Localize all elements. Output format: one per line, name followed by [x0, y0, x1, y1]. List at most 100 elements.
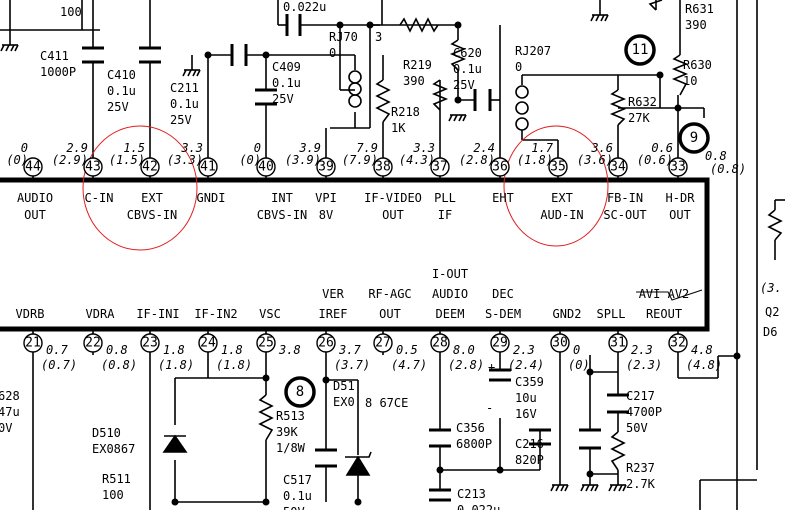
r631-label: 390	[685, 18, 707, 32]
pin-number: 34	[610, 160, 626, 175]
pin-label: OUT	[379, 307, 401, 321]
pin-circle	[550, 333, 570, 353]
pin-circle	[430, 157, 450, 177]
pin-voltage-alt: (0.6)	[637, 153, 673, 167]
pin-voltage: 3.8	[278, 343, 301, 357]
pin-label: AUDIO	[432, 287, 468, 301]
pin-number: 30	[552, 336, 568, 351]
r632-label: 27K	[628, 111, 650, 125]
pin-voltage-alt: (2.9)	[52, 153, 88, 167]
c216-label: 820P	[515, 453, 544, 467]
c409-label: 0.1u	[272, 76, 301, 90]
pin-circle	[316, 157, 336, 177]
marker-circle	[284, 376, 316, 408]
pin-number: 43	[85, 160, 101, 175]
d511-label: 8 67CE	[365, 396, 408, 410]
capacitors	[82, 14, 629, 502]
r513-label: 39K	[276, 425, 298, 439]
pin-label: FB-IN	[607, 191, 643, 205]
pin-voltage: 3.3	[412, 141, 435, 155]
rj207-label: RJ207	[515, 44, 551, 58]
pin-label: S-DEM	[485, 307, 521, 321]
pin-label: H-DR	[666, 191, 696, 205]
pin-label: AUDIO	[17, 191, 53, 205]
pin-voltage: 3.7	[338, 343, 361, 357]
pin-label: VPI	[315, 191, 337, 205]
pin-voltage: 0.7	[46, 343, 68, 357]
pin-voltage: 0.8	[106, 343, 128, 357]
pin-voltage: 2.4	[473, 141, 495, 155]
pin-voltage-alt: (2.8)	[448, 358, 484, 372]
ic-body	[0, 177, 710, 332]
pin-voltage-alt: (0.8)	[101, 358, 137, 372]
pin-voltage: 1.7	[531, 141, 553, 155]
pin-circle	[490, 157, 510, 177]
pin-number: 40	[258, 160, 274, 175]
pin-label: INT	[271, 191, 293, 205]
r630-label: R630	[683, 58, 712, 72]
pin-label: OUT	[382, 208, 404, 222]
c356-label: C356	[456, 421, 485, 435]
r237-label: R237	[626, 461, 655, 475]
pin-number: 35	[550, 160, 566, 175]
c211-label: 25V	[170, 113, 192, 127]
fragment-label: 628	[0, 389, 20, 403]
pin-voltage: 3.9	[298, 141, 321, 155]
rj207-label: 0	[515, 60, 522, 74]
pin-voltage: 2.3	[513, 343, 535, 357]
c217-label: 4700P	[626, 405, 662, 419]
c217-label: C217	[626, 389, 655, 403]
pin-label: REOUT	[646, 307, 682, 321]
c211-label: C211	[170, 81, 199, 95]
fragment-label: (3.	[760, 281, 782, 295]
pin-label: AVI AV2	[639, 287, 690, 301]
pin-number: 44	[25, 160, 41, 175]
pin-number: 41	[200, 160, 216, 175]
pin-label: IREF	[319, 307, 348, 321]
pin-voltage: 1.8	[163, 343, 185, 357]
pin-label: VDRB	[16, 307, 45, 321]
c410-label: 0.1u	[107, 84, 136, 98]
r511-label: 100	[102, 488, 124, 502]
polarity-minus: -	[486, 401, 493, 415]
pin-label: RF-AGC	[368, 287, 411, 301]
pin-label: EXT	[141, 191, 163, 205]
pin-label: IF-INI	[136, 307, 179, 321]
pin-number: 23	[142, 336, 158, 351]
c620-label: 0.1u	[453, 62, 482, 76]
pin-number: 29	[492, 336, 508, 351]
c211-label: 0.1u	[170, 97, 199, 111]
pin-voltage-alt: (3.9)	[285, 153, 321, 167]
jumper-coils	[348, 70, 529, 131]
pin-label: CBVS-IN	[257, 208, 308, 222]
r219-label: R219	[403, 58, 432, 72]
pin-circle	[608, 157, 628, 177]
marker-number: 9	[690, 130, 698, 146]
pin-number: 25	[258, 336, 274, 351]
junction-dots	[171, 21, 741, 506]
r631-label: R631	[685, 2, 714, 16]
pin-voltage: 0.5	[396, 343, 418, 357]
pin-voltage: 2.9	[66, 141, 88, 155]
pin-number: 27	[375, 336, 391, 351]
fragment-label: Q2	[765, 305, 779, 319]
pin-voltage-alt: (4.3)	[399, 153, 435, 167]
pin-circle	[256, 333, 276, 353]
d511-label: EX0	[333, 395, 355, 409]
c517-label: 0.1u	[283, 489, 312, 503]
pin-circle	[316, 333, 336, 353]
pin-circle	[83, 333, 103, 353]
c411-label: 1000P	[40, 65, 76, 79]
c410-label: 25V	[107, 100, 129, 114]
pin-label: CBVS-IN	[127, 208, 178, 222]
pin-circle	[548, 157, 568, 177]
pin-circle	[373, 157, 393, 177]
c517-label: 50V	[283, 505, 305, 510]
pin-voltage-alt: (0)	[239, 153, 261, 167]
pin-number: 42	[142, 160, 158, 175]
d510-label: EX0867	[92, 442, 135, 456]
pin-label: C-IN	[85, 191, 114, 205]
pin-voltage: 0.6	[651, 141, 673, 155]
pin-voltage: 3.3	[180, 141, 203, 155]
